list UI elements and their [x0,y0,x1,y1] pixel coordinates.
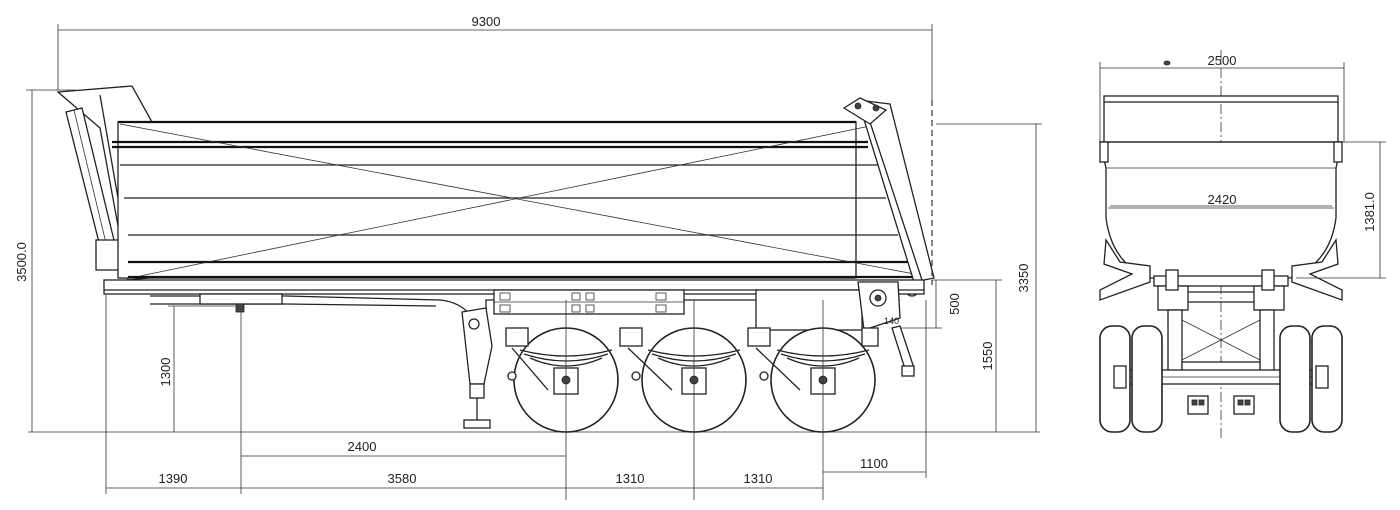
dim-wheelbase: 3580 [388,471,417,486]
dim-kingpin-to-axle: 2400 [348,439,377,454]
tailgate [857,99,935,283]
dump-body [56,85,935,297]
body-side-panel [117,121,857,279]
dim-axle-spacing-2: 1310 [744,471,773,486]
dim-body-height: 3350 [1016,264,1031,293]
dim-frame-height: 1550 [980,342,995,371]
rear-wheel-right-inner [1279,325,1311,433]
left-support [1099,238,1151,301]
rear-wheel-left-inner [1131,325,1163,433]
dim-overall-width: 2500 [1208,53,1237,68]
rear-light-left [1187,395,1209,415]
rear-dimensions: 2500 2420 1381.0 [1099,53,1386,279]
landing-leg [461,307,493,429]
dim-overall-length: 9300 [472,14,501,29]
side-view: 9300 3500.0 3350 1550 500 140 1300 [14,14,1042,500]
dim-landing-leg-height: 1300 [158,358,173,387]
dim-body-depth: 1381.0 [1362,192,1377,232]
body-cross-line [139,125,871,277]
rear-light-right [1233,395,1255,415]
running-gear [505,300,879,500]
dim-rear-overhang: 1100 [860,456,888,471]
top-rim [1103,95,1339,103]
rear-body-bucket [1099,141,1343,279]
dim-axle-spacing-1: 1310 [616,471,645,486]
rear-subframe [1153,275,1289,287]
right-support [1291,238,1343,301]
side-dimensions: 9300 3500.0 3350 1550 500 140 1300 [14,14,1042,494]
tailgate-hinge [842,97,888,125]
rear-view: 2500 2420 1381.0 [1099,50,1386,440]
dim-front-overhang: 1390 [159,471,188,486]
kingpin-plate [199,293,283,305]
dim-inner-width: 2420 [1208,192,1237,207]
kingpin [235,303,245,313]
rear-bracket [755,289,863,331]
rear-ladder [891,325,915,373]
dim-small-note: 140 [884,316,899,326]
body-cross-line [119,123,926,277]
dim-tail-height: 500 [947,293,962,315]
dim-overall-height: 3500.0 [14,242,29,282]
